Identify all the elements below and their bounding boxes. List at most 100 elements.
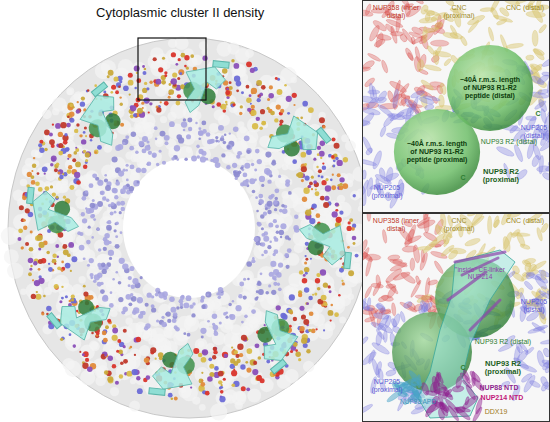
protein-particle bbox=[30, 231, 33, 234]
protein-particle bbox=[79, 134, 82, 137]
protein-particle bbox=[256, 80, 262, 86]
protein-particle bbox=[318, 169, 322, 173]
protein-particle bbox=[305, 302, 308, 305]
density-blob bbox=[275, 174, 290, 189]
protein-particle bbox=[256, 210, 259, 213]
protein-particle bbox=[280, 236, 282, 238]
protein-particle bbox=[128, 73, 133, 78]
protein-particle bbox=[226, 88, 229, 91]
protein-particle bbox=[324, 196, 329, 201]
protein-particle bbox=[231, 383, 235, 387]
density-blob bbox=[198, 341, 205, 348]
protein-particle bbox=[273, 200, 278, 205]
protein-particle bbox=[219, 396, 225, 402]
protein-particle bbox=[110, 212, 114, 216]
protein-particle bbox=[297, 172, 303, 178]
protein-particle bbox=[244, 163, 250, 169]
density-blob bbox=[125, 317, 132, 324]
protein-particle bbox=[141, 102, 144, 105]
protein-particle bbox=[246, 348, 252, 354]
protein-particle bbox=[207, 139, 212, 144]
density-blob bbox=[78, 91, 92, 105]
protein-particle bbox=[257, 159, 262, 164]
density-blob bbox=[239, 126, 246, 133]
protein-particle bbox=[123, 345, 126, 348]
protein-particle bbox=[125, 294, 131, 300]
protein-particle bbox=[231, 370, 237, 376]
protein-particle bbox=[63, 140, 68, 145]
protein-particle bbox=[44, 130, 50, 136]
protein-particle bbox=[241, 91, 244, 94]
protein-particle bbox=[235, 354, 239, 358]
protein-particle bbox=[96, 227, 100, 231]
density-blob bbox=[260, 294, 277, 311]
protein-particle bbox=[81, 96, 85, 100]
protein-particle bbox=[343, 157, 348, 162]
protein-particle bbox=[169, 121, 175, 127]
protein-particle bbox=[87, 89, 89, 91]
density-blob bbox=[89, 341, 98, 350]
protein-particle bbox=[298, 358, 301, 361]
density-blob bbox=[299, 279, 307, 287]
protein-particle bbox=[64, 133, 67, 136]
protein-particle bbox=[90, 214, 95, 219]
protein-particle bbox=[239, 282, 244, 287]
protein-particle bbox=[180, 295, 185, 300]
protein-particle bbox=[187, 118, 192, 123]
protein-particle bbox=[259, 126, 263, 130]
protein-particle bbox=[102, 331, 107, 336]
density-blob bbox=[260, 378, 274, 392]
protein-particle bbox=[263, 236, 269, 242]
protein-particle bbox=[246, 261, 252, 267]
protein-particle bbox=[278, 175, 281, 178]
central-channel bbox=[123, 158, 255, 298]
protein-particle bbox=[136, 78, 141, 83]
protein-particle bbox=[311, 329, 316, 334]
protein-particle bbox=[259, 176, 265, 182]
protein-particle bbox=[243, 173, 248, 178]
protein-particle bbox=[136, 376, 140, 380]
protein-particle bbox=[225, 316, 228, 319]
density-blob bbox=[160, 116, 167, 123]
density-blob bbox=[150, 59, 167, 76]
protein-particle bbox=[301, 179, 304, 182]
protein-particle bbox=[250, 68, 255, 73]
density-blob bbox=[110, 387, 119, 396]
protein-particle bbox=[301, 166, 307, 172]
density-blob bbox=[108, 349, 116, 357]
protein-particle bbox=[105, 185, 111, 191]
protein-particle bbox=[162, 57, 165, 60]
protein-particle bbox=[250, 103, 252, 105]
protein-particle bbox=[83, 191, 89, 197]
protein-particle bbox=[57, 172, 60, 175]
protein-particle bbox=[217, 296, 221, 300]
protein-particle bbox=[60, 122, 66, 128]
protein-particle bbox=[267, 98, 270, 101]
density-blob bbox=[186, 147, 192, 153]
protein-particle bbox=[186, 295, 192, 301]
protein-particle bbox=[89, 258, 94, 263]
protein-particle bbox=[164, 324, 166, 326]
protein-particle bbox=[216, 102, 221, 107]
protein-particle bbox=[196, 145, 200, 149]
protein-particle bbox=[155, 138, 158, 141]
protein-particle bbox=[111, 202, 115, 206]
protein-particle bbox=[261, 85, 266, 90]
protein-particle bbox=[241, 335, 247, 341]
protein-particle bbox=[108, 70, 114, 76]
protein-particle bbox=[247, 278, 250, 281]
protein-particle bbox=[130, 164, 135, 169]
protein-particle bbox=[221, 384, 223, 386]
protein-particle bbox=[286, 265, 290, 269]
protein-particle bbox=[129, 186, 134, 191]
protein-particle bbox=[218, 371, 224, 377]
density-blob bbox=[110, 309, 118, 317]
protein-particle bbox=[284, 253, 289, 258]
protein-particle bbox=[209, 364, 214, 369]
protein-particle bbox=[202, 129, 207, 134]
protein-particle bbox=[164, 135, 170, 141]
protein-particle bbox=[237, 344, 243, 350]
protein-particle bbox=[279, 230, 284, 235]
protein-particle bbox=[200, 328, 206, 334]
protein-particle bbox=[315, 191, 320, 196]
